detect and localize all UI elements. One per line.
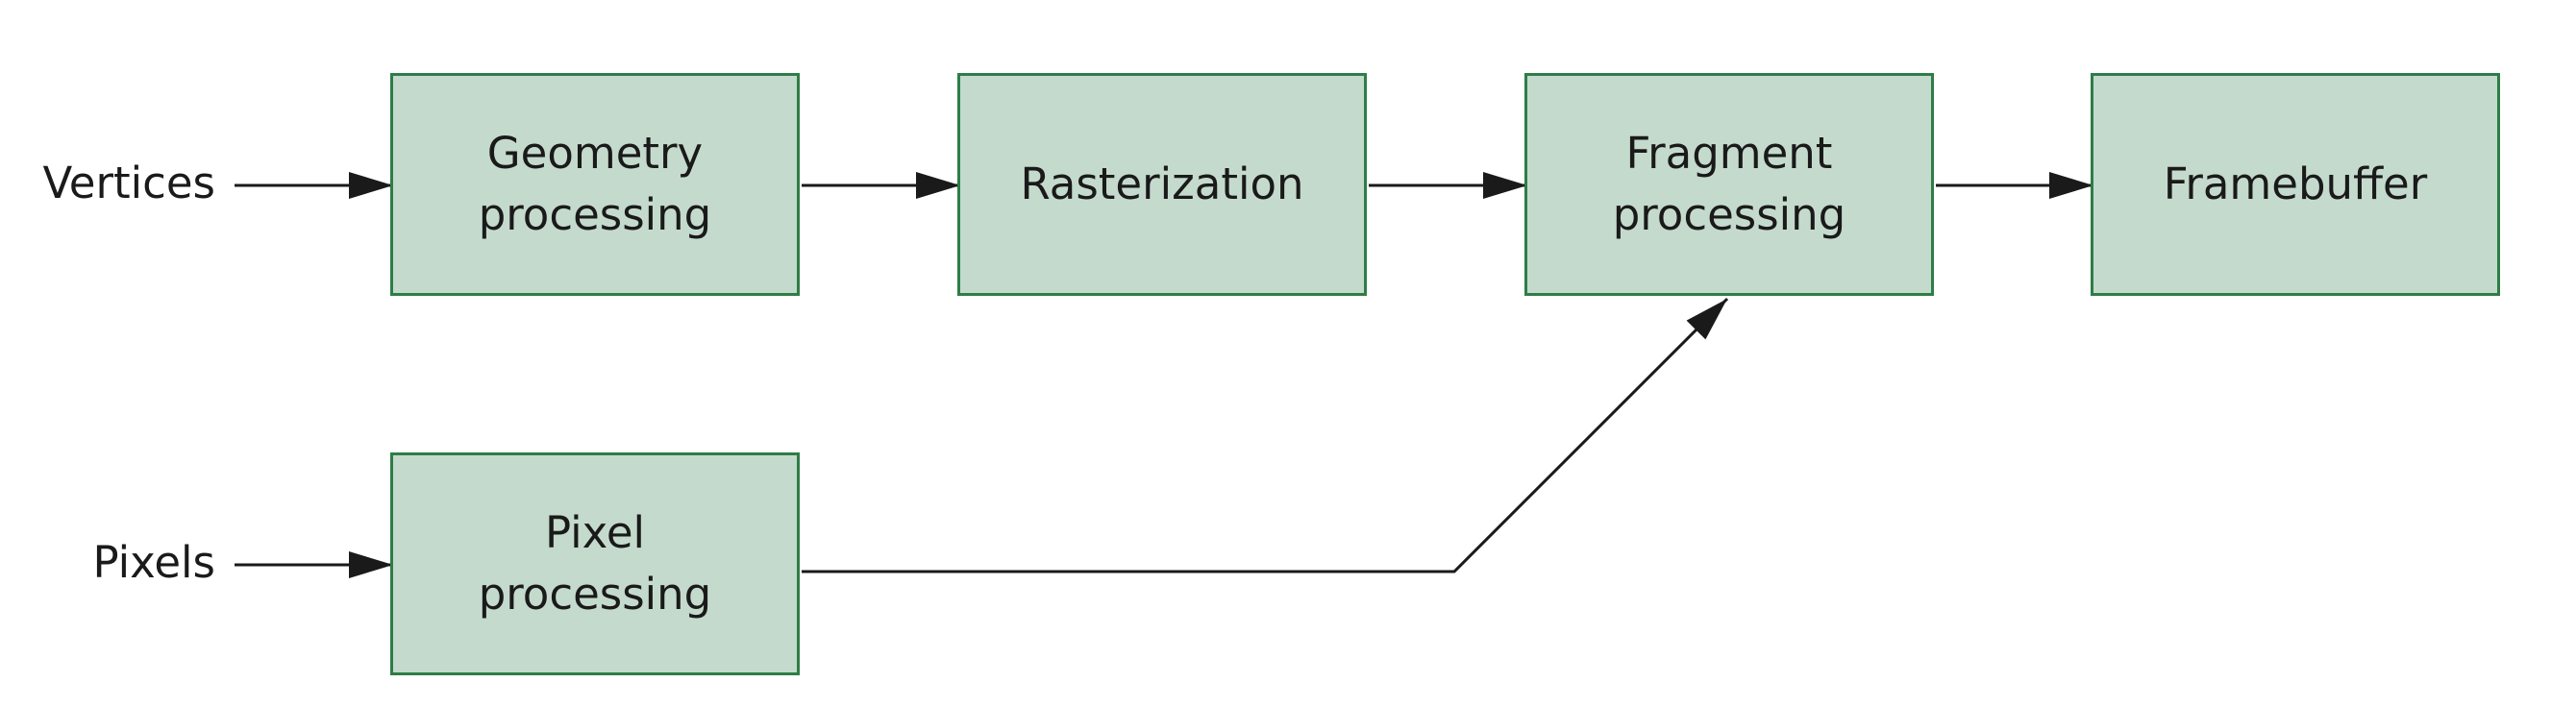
- geometry-processing-box: Geometry processing: [390, 73, 800, 296]
- rasterization-box: Rasterization: [957, 73, 1367, 296]
- framebuffer-label: Framebuffer: [2163, 158, 2428, 209]
- pixel-processing-label: Pixel processing: [478, 507, 712, 620]
- pixel-processing-box: Pixel processing: [390, 452, 800, 675]
- rasterization-label: Rasterization: [1020, 158, 1304, 209]
- arrow-pixel-to-fragment: [802, 297, 1729, 573]
- fragment-processing-box: Fragment processing: [1524, 73, 1934, 296]
- geometry-processing-label: Geometry processing: [478, 128, 712, 240]
- fragment-processing-label: Fragment processing: [1612, 128, 1846, 240]
- framebuffer-box: Framebuffer: [2091, 73, 2500, 296]
- pixels-label: Pixels: [92, 537, 215, 588]
- vertices-label: Vertices: [42, 158, 216, 208]
